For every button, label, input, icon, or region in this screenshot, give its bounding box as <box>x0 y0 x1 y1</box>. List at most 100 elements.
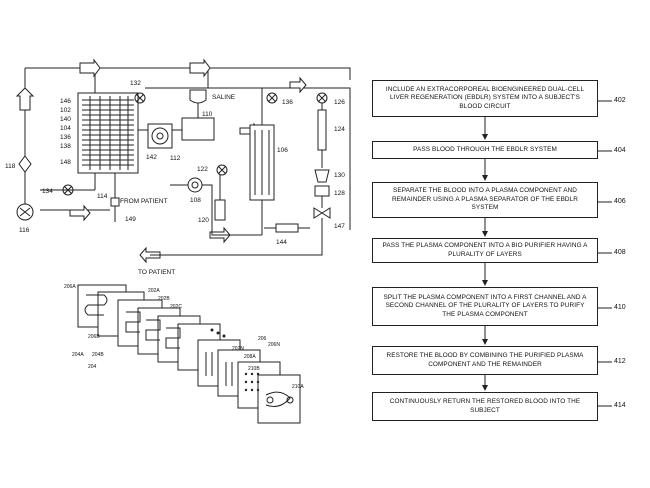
ref-210b: 210B <box>248 366 260 372</box>
flowchart-connectors <box>482 100 612 407</box>
pump108-out <box>202 184 262 236</box>
valve-icon <box>266 92 278 104</box>
ref-118: 118 <box>5 163 16 170</box>
channel-pattern <box>265 391 291 407</box>
step-ref-408: 408 <box>614 249 626 256</box>
ref-106: 106 <box>277 147 288 154</box>
ref-142: 142 <box>146 154 157 161</box>
valve-icon <box>62 184 74 196</box>
ref-132: 132 <box>130 80 141 87</box>
pump-rotor-icon <box>151 127 169 145</box>
ref-114: 114 <box>97 193 108 200</box>
heater-block <box>181 117 215 141</box>
ref-108: 108 <box>190 197 201 204</box>
dot-pattern <box>244 372 260 392</box>
syringe-144 <box>264 223 310 233</box>
layer-plates <box>77 284 301 424</box>
valve-122 <box>216 164 228 176</box>
ref-206a: 206A <box>64 284 76 290</box>
flowchart-step-414: CONTINUOUSLY RETURN THE RESTORED BLOOD I… <box>372 392 598 421</box>
flow-arrows <box>15 58 307 264</box>
ref-149: 149 <box>125 216 136 223</box>
valve-136 <box>266 92 278 104</box>
valve-132 <box>134 92 146 104</box>
ref-138: 138 <box>60 143 71 150</box>
step-ref-404: 404 <box>614 147 626 154</box>
ref-206n: 206N <box>268 342 280 348</box>
pump-108-icon <box>187 177 203 193</box>
ref-206: 206 <box>258 336 267 342</box>
ref-140: 140 <box>60 116 71 123</box>
ref-136b: 136 <box>282 99 293 106</box>
ref-116: 116 <box>19 227 30 234</box>
ref-204a: 204A <box>72 352 84 358</box>
top-return-pipe <box>25 67 351 80</box>
flowchart-step-406: SEPARATE THE BLOOD INTO A PLASMA COMPONE… <box>372 182 598 218</box>
ref-202b: 202B <box>158 296 170 302</box>
flowchart-step-404: PASS BLOOD THROUGH THE EBDLR SYSTEM <box>372 141 598 159</box>
arrow-right-icon <box>79 58 101 78</box>
ref-206b: 206B <box>88 334 100 340</box>
ref-104: 104 <box>60 125 71 132</box>
channel-pattern <box>84 294 108 316</box>
ref-128: 128 <box>334 190 345 197</box>
access-port-icon <box>110 197 120 207</box>
valve-icon <box>134 92 146 104</box>
filter-120 <box>214 199 226 221</box>
flowchart-step-410: SPLIT THE PLASMA COMPONENT INTO A FIRST … <box>372 287 598 326</box>
ref-204: 204 <box>88 364 97 370</box>
flowchart-step-412: RESTORE THE BLOOD BY COMBINING THE PURIF… <box>372 346 598 375</box>
ref-202n: 202N <box>232 346 244 352</box>
drip-chamber <box>317 109 327 151</box>
clamp-icon <box>313 207 331 219</box>
sensor-118-icon <box>18 155 32 173</box>
ref-112: 112 <box>170 155 181 162</box>
arrow-right-icon <box>69 204 91 222</box>
flowchart-step-402: INCLUDE AN EXTRACORPOREAL BIOENGINEERED … <box>372 80 598 117</box>
ref-134: 134 <box>42 188 53 195</box>
ref-110: 110 <box>202 111 213 118</box>
step-ref-406: 406 <box>614 198 626 205</box>
step-ref-410: 410 <box>614 304 626 311</box>
arrow-right-icon <box>189 58 211 78</box>
system-schematic: SALINE FROM PATIENT TO PATIENT 146 102 1… <box>5 58 351 276</box>
ref-148: 148 <box>60 159 71 166</box>
ref-202a: 202A <box>148 288 160 294</box>
from-patient-label: FROM PATIENT <box>120 198 167 205</box>
step-ref-402: 402 <box>614 97 626 104</box>
valve-134 <box>62 184 74 196</box>
detector-128 <box>314 185 330 197</box>
syringe-icon <box>275 223 299 233</box>
ref-147: 147 <box>334 223 345 230</box>
ref-210a: 210A <box>292 384 304 390</box>
return-line <box>150 218 323 256</box>
step-text: PASS THE PLASMA COMPONENT INTO A BIO PUR… <box>382 242 588 258</box>
step-ref-412: 412 <box>614 358 626 365</box>
ref-204b: 204B <box>92 352 104 358</box>
to-patient-label: TO PATIENT <box>138 269 175 276</box>
layer-stack: 206A 202A 202B 202C 206B 204A 204B 204 2… <box>64 284 304 424</box>
layer-plate <box>257 374 301 424</box>
ref-126: 126 <box>334 99 345 106</box>
ref-130: 130 <box>334 172 345 179</box>
bioreactor-plates <box>82 96 134 170</box>
step-text: CONTINUOUSLY RETURN THE RESTORED BLOOD I… <box>389 398 581 414</box>
flowchart-step-408: PASS THE PLASMA COMPONENT INTO A BIO PUR… <box>372 238 598 263</box>
ref-120: 120 <box>198 217 209 224</box>
step-text: RESTORE THE BLOOD BY COMBINING THE PURIF… <box>386 352 584 368</box>
saline-label: SALINE <box>212 94 236 101</box>
bubble-trap-icon <box>314 169 330 183</box>
ref-144: 144 <box>276 239 287 246</box>
step-text: INCLUDE AN EXTRACORPOREAL BIOENGINEERED … <box>385 85 585 110</box>
ref-122: 122 <box>197 166 208 173</box>
ref-146: 146 <box>60 98 71 105</box>
valve-126 <box>316 92 328 104</box>
step-ref-414: 414 <box>614 402 626 409</box>
ref-208a: 208A <box>244 354 256 360</box>
ref-136a: 136 <box>60 134 71 141</box>
valve-icon <box>216 164 228 176</box>
step-text: SPLIT THE PLASMA COMPONENT INTO A FIRST … <box>383 293 587 318</box>
ref-202c: 202C <box>170 304 182 310</box>
arrow-up-icon <box>15 87 35 111</box>
